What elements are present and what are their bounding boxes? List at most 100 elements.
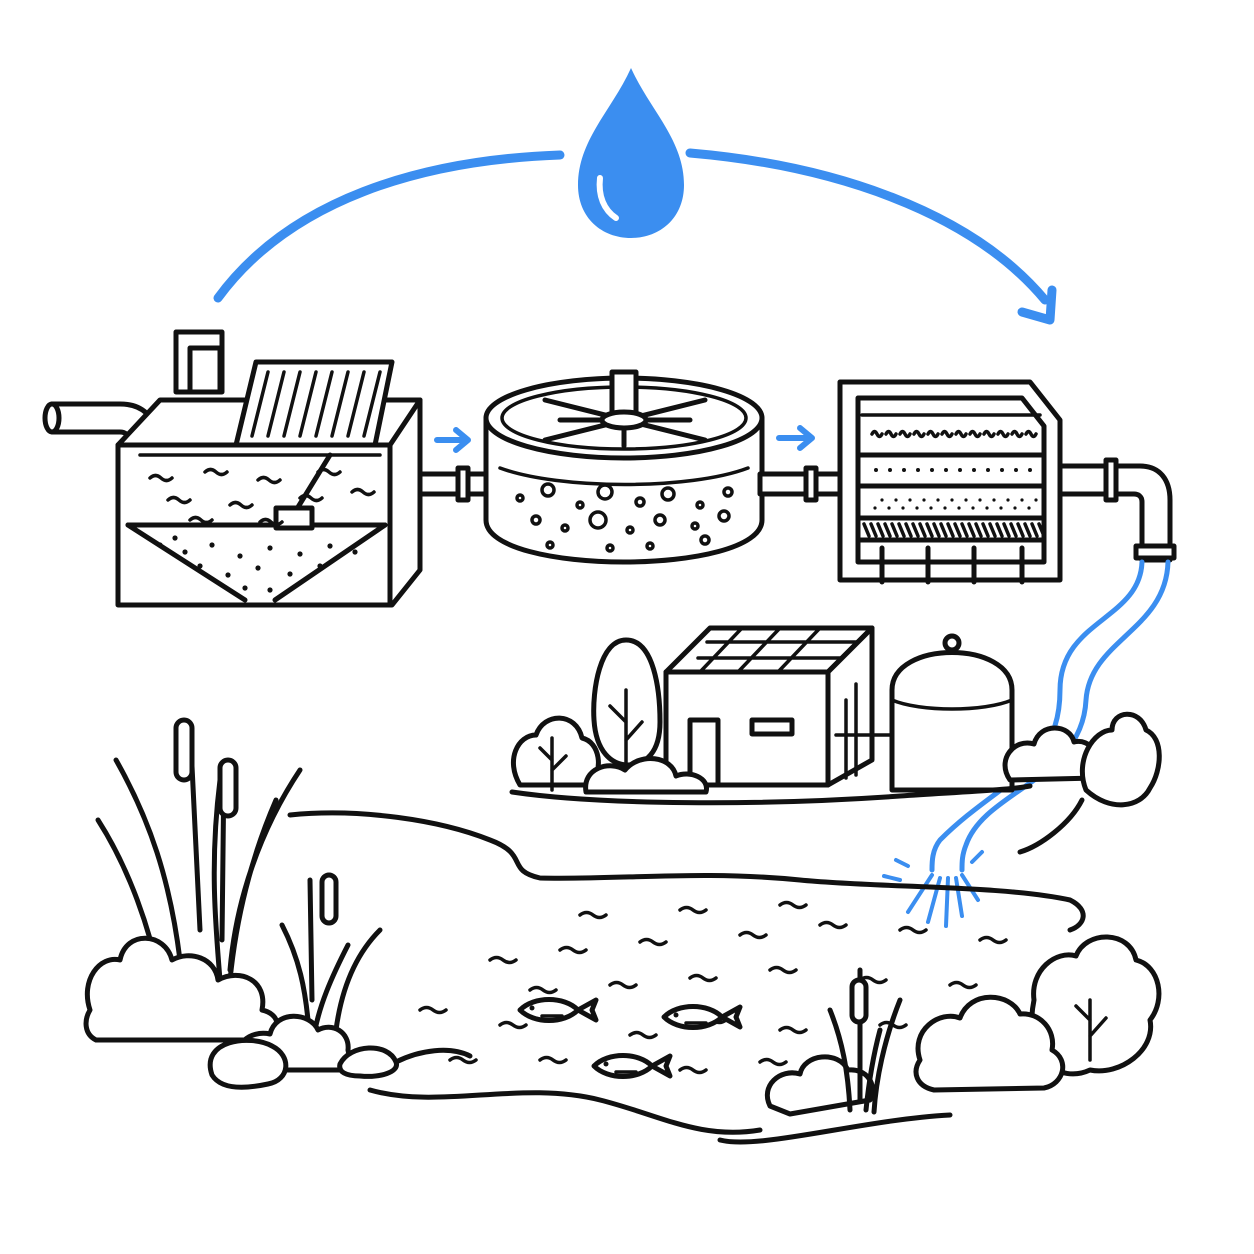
bush-right-mid [913,994,1066,1093]
sediment-dot [182,549,188,555]
bubble [625,525,635,535]
bar-screen-bars [250,370,382,438]
filter-water-wave [954,429,968,439]
river [287,810,1086,1145]
river-ripples [418,900,1008,1075]
filter-water-wave [1010,429,1024,439]
fish-eye [603,1061,609,1067]
cattail-head-2 [217,757,239,819]
filter-sand-dot [944,468,948,472]
water-drop-highlight [596,175,619,221]
ripple [638,937,668,947]
basin-water-line [498,466,750,487]
building-pipes [834,682,892,780]
filter-fine-sand-dot [887,506,891,510]
aeration-basin [483,369,765,565]
fish-icon [591,1053,673,1079]
tank-wave [316,467,342,477]
rock-front [207,1037,289,1090]
sediment-dot [267,545,273,551]
filter-gravel-hatch [932,522,941,538]
filter-sand-dot [888,468,892,472]
filter-sand-dot [930,468,934,472]
filter-gravel-hatch [967,522,976,538]
tank1-waves [148,467,376,527]
fish-group [517,997,743,1079]
ripple [498,1020,528,1030]
flow-arrow-1-icon [434,427,471,453]
filter-inner [855,395,1047,565]
riverbank-lower-right [717,1112,953,1145]
bush-far-right [1017,711,1162,855]
filter-water-wave [898,429,912,439]
bush-right-tall [1029,934,1162,1077]
aerator-hub [599,409,649,431]
sediment-dot [225,572,231,578]
filter-sand-dot [1000,468,1004,472]
connector-pipe-1-body [417,471,491,497]
ripple [488,955,518,965]
filter-gravel-hatch [883,522,892,538]
filter-sand-dot [958,468,962,472]
ripple [768,965,798,975]
filter-fine-sand-dot [1013,506,1017,510]
reed-leaves-right [827,997,903,1115]
ripple [688,973,718,983]
bubble [653,513,667,527]
filter-gravel-hatch [876,522,885,538]
filter-water-wave [940,429,954,439]
filter-gravel-hatch [988,522,997,538]
sediment-dot [317,563,323,569]
filter-gravel-hatch [1002,522,1011,538]
filter-fine-sand-dot [978,498,982,502]
bubble [695,500,705,510]
connector-pipe-1 [417,465,491,503]
filter-gravel-hatch [953,522,962,538]
fish-icon [517,997,599,1023]
ripple [948,980,978,990]
ripple [758,1057,788,1067]
reeds-left [95,717,383,1033]
ripple [678,905,708,915]
outlet-pipe-flange [1103,457,1119,503]
shrub-left-trunk [538,736,568,792]
cattail-head-1 [173,717,195,783]
filter-fine-sand-dot [1027,506,1031,510]
tank-wave [350,487,376,497]
flow-arrow-2-icon [776,425,815,451]
filter-water-wave [996,429,1010,439]
tank1-sediment [157,535,358,593]
bubble [605,543,615,553]
water-drop-body [578,68,684,238]
reed-leaves-left [95,757,383,1033]
ripple [858,975,888,985]
filter-sand-dot [1028,468,1032,472]
digester-band [890,698,1014,711]
shrub-left [510,715,601,792]
sediment-dot [287,571,293,577]
filter-gravel-hatch [981,522,990,538]
bubble [515,493,525,503]
filter-fine-sand-dot [964,498,968,502]
scraper-block [273,505,315,531]
ground-line [509,783,1033,806]
filter-water-wave [884,429,898,439]
underdrain-pipes [879,545,1025,585]
bubble [634,496,646,508]
sediment-dot [327,543,333,549]
solar-panel-grid [696,626,860,674]
arc-arrowhead-icon [1017,285,1057,325]
connector-pipe-2-body [757,471,845,497]
fish-eye [673,1012,679,1018]
building-side [825,625,875,788]
ripple [608,980,638,990]
filter-sand-dot [986,468,990,472]
arc-left-segment [213,150,565,303]
filter-fine-sand-dot [894,498,898,502]
filter-gravel-hatch [904,522,913,538]
sediment-dot [352,549,358,555]
ripple [778,1025,808,1035]
arc-right-segment [685,148,1050,305]
ripple [738,930,768,940]
